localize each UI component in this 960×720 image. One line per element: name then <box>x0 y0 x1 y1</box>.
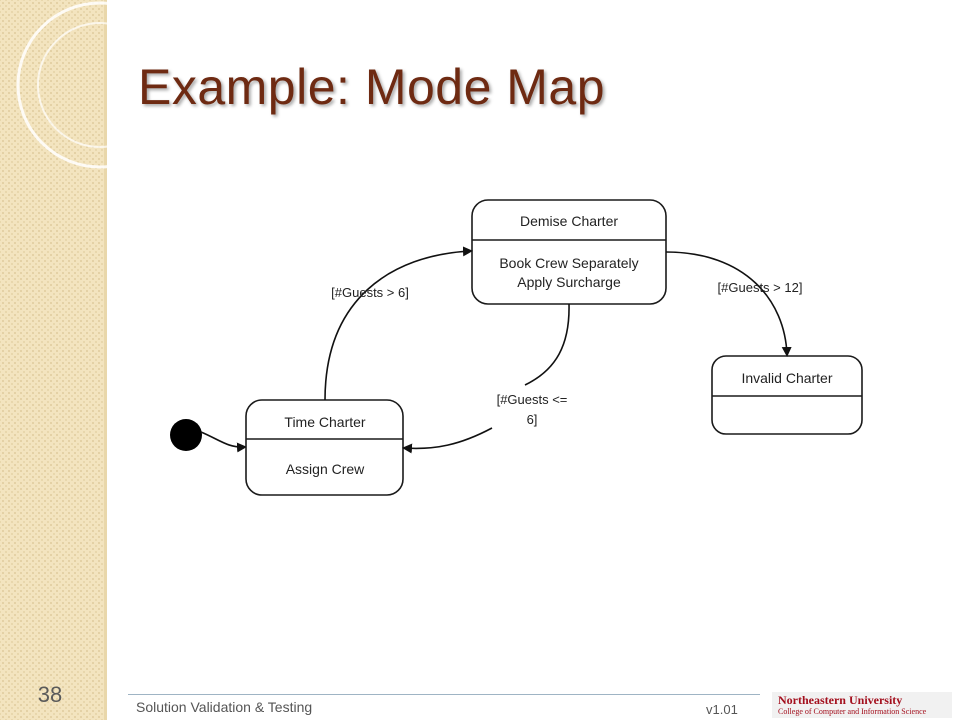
state-demise-charter: Demise Charter Book Crew Separately Appl… <box>471 199 667 305</box>
slide-title: Example: Mode Map <box>138 59 606 115</box>
logo-college-name: College of Computer and Information Scie… <box>778 707 927 716</box>
transition-demise-to-invalid <box>665 251 792 357</box>
transition-time-to-demise-label: [#Guests > 6] <box>331 285 409 300</box>
state-demise-charter-action-2: Apply Surcharge <box>517 274 621 290</box>
state-time-charter: Time Charter Assign Crew <box>245 399 404 496</box>
state-time-charter-action-1: Assign Crew <box>286 461 365 477</box>
transition-demise-to-time-upper <box>524 303 570 386</box>
footer-version: v1.01 <box>706 702 738 717</box>
sidebar-background <box>0 0 107 720</box>
initial-state-dot <box>170 419 202 451</box>
university-logo <box>772 692 952 718</box>
transition-demise-to-time-label-line2: 6] <box>527 412 538 427</box>
footer-course-title: Solution Validation & Testing <box>136 699 313 715</box>
sidebar-divider <box>104 0 107 720</box>
state-demise-charter-action-1: Book Crew Separately <box>499 255 638 271</box>
decorative-arcs <box>16 1 110 169</box>
state-invalid-charter: Invalid Charter <box>711 355 863 435</box>
initial-transition-arrow <box>200 431 247 453</box>
transition-demise-to-time-label-line1: [#Guests <= <box>497 392 568 407</box>
state-invalid-charter-name: Invalid Charter <box>741 370 832 386</box>
transition-demise-to-time-lower <box>402 427 493 454</box>
state-demise-charter-name: Demise Charter <box>520 213 618 229</box>
transition-time-to-demise <box>324 246 473 401</box>
transition-demise-to-invalid-label: [#Guests > 12] <box>718 280 803 295</box>
logo-university-name: Northeastern University <box>778 693 903 707</box>
state-time-charter-name: Time Charter <box>284 414 366 430</box>
slide-number: 38 <box>37 682 63 707</box>
footer-divider <box>128 694 760 695</box>
